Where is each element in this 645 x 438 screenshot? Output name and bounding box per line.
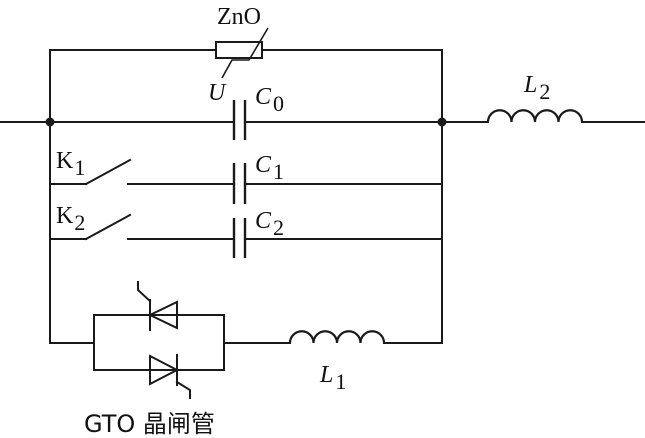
k2-label: K2 [56,203,85,235]
k1-label: K1 [56,148,85,180]
l1-label: L1 [319,362,346,394]
c1-label: C1 [255,152,284,184]
left-junction [45,117,55,127]
l2-label: L2 [523,72,550,104]
l1-inductor [288,330,386,344]
c0-gap [234,98,246,142]
gto-upper-gate [137,281,152,303]
right-junction [437,117,447,127]
gto-caption: GTO 晶闸管 [84,410,215,438]
varistor-body [215,41,263,59]
l2-inductor [486,109,584,123]
k2-switch-blade [84,213,132,241]
gto-lower-triangle [149,354,180,386]
c0-label: C0 [255,84,284,116]
gto-upper-triangle [147,300,178,330]
gto-lower-gate [175,380,191,399]
varistor-label: ZnO [217,4,261,30]
varistor-voltage-label: U [208,80,227,106]
c2-label: C2 [255,208,284,240]
varistor-nonlinear-mark [221,27,269,79]
k1-switch-blade [84,158,132,186]
